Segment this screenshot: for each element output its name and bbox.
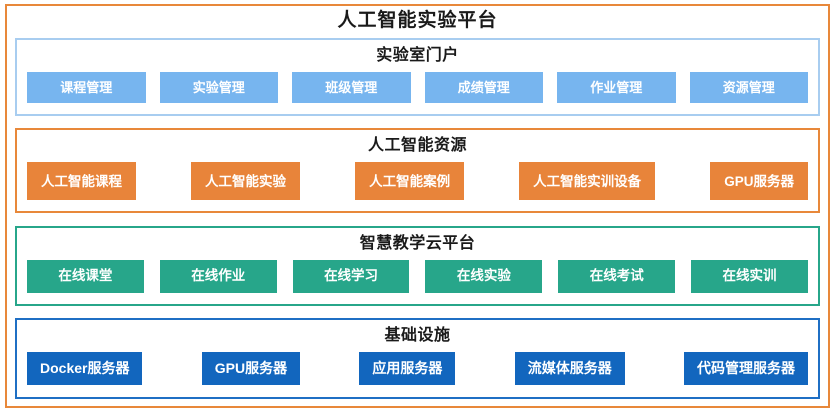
chip-ai-cases[interactable]: 人工智能案例 bbox=[355, 162, 465, 201]
chip-online-training[interactable]: 在线实训 bbox=[691, 259, 808, 293]
chip-resource-management[interactable]: 资源管理 bbox=[689, 71, 808, 103]
chip-online-experiment[interactable]: 在线实验 bbox=[425, 259, 543, 293]
chip-online-exam[interactable]: 在线考试 bbox=[558, 259, 676, 293]
layer-stack: 实验室门户 课程管理 实验管理 班级管理 成绩管理 作业管理 资源管理 人工智能… bbox=[7, 37, 828, 406]
chip-online-homework[interactable]: 在线作业 bbox=[159, 259, 277, 293]
chip-online-classroom[interactable]: 在线课堂 bbox=[27, 259, 144, 293]
layer-panel-portal: 实验室门户 课程管理 实验管理 班级管理 成绩管理 作业管理 资源管理 bbox=[15, 37, 820, 116]
layer-panel-resources: 人工智能资源 人工智能课程 人工智能实验 人工智能案例 人工智能实训设备 GPU… bbox=[15, 128, 820, 214]
layer-heading-portal: 实验室门户 bbox=[376, 46, 459, 64]
chip-row-cloud: 在线课堂 在线作业 在线学习 在线实验 在线考试 在线实训 bbox=[23, 259, 812, 293]
chip-ai-experiments[interactable]: 人工智能实验 bbox=[191, 162, 301, 201]
chip-online-learning[interactable]: 在线学习 bbox=[292, 259, 410, 293]
chip-grade-management[interactable]: 成绩管理 bbox=[424, 71, 543, 103]
layer-heading-infrastructure: 基础设施 bbox=[384, 326, 451, 344]
chip-course-management[interactable]: 课程管理 bbox=[27, 71, 146, 103]
chip-application-server[interactable]: 应用服务器 bbox=[359, 351, 456, 385]
chip-class-management[interactable]: 班级管理 bbox=[292, 71, 411, 103]
chip-gpu-server[interactable]: GPU服务器 bbox=[201, 351, 301, 385]
chip-code-management-server[interactable]: 代码管理服务器 bbox=[684, 351, 808, 385]
chip-row-resources: 人工智能课程 人工智能实验 人工智能案例 人工智能实训设备 GPU服务器 bbox=[23, 162, 812, 201]
chip-ai-courses[interactable]: 人工智能课程 bbox=[27, 162, 136, 201]
chip-row-portal: 课程管理 实验管理 班级管理 成绩管理 作业管理 资源管理 bbox=[23, 71, 812, 103]
chip-streaming-media-server[interactable]: 流媒体服务器 bbox=[514, 351, 625, 385]
chip-homework-management[interactable]: 作业管理 bbox=[557, 71, 676, 103]
chip-experiment-management[interactable]: 实验管理 bbox=[159, 71, 278, 103]
platform-outer-frame: 人工智能实验平台 实验室门户 课程管理 实验管理 班级管理 成绩管理 作业管理 … bbox=[5, 4, 830, 408]
chip-docker-server[interactable]: Docker服务器 bbox=[27, 351, 143, 385]
page-title: 人工智能实验平台 bbox=[337, 10, 498, 31]
chip-gpu-server-resources[interactable]: GPU服务器 bbox=[710, 162, 808, 201]
layer-heading-cloud: 智慧教学云平台 bbox=[359, 234, 476, 252]
layer-panel-infrastructure: 基础设施 Docker服务器 GPU服务器 应用服务器 流媒体服务器 代码管理服… bbox=[15, 317, 820, 399]
chip-ai-training-equipment[interactable]: 人工智能实训设备 bbox=[519, 162, 656, 201]
chip-row-infrastructure: Docker服务器 GPU服务器 应用服务器 流媒体服务器 代码管理服务器 bbox=[23, 351, 812, 385]
layer-heading-resources: 人工智能资源 bbox=[367, 137, 467, 155]
layer-panel-cloud: 智慧教学云平台 在线课堂 在线作业 在线学习 在线实验 在线考试 在线实训 bbox=[15, 225, 820, 306]
